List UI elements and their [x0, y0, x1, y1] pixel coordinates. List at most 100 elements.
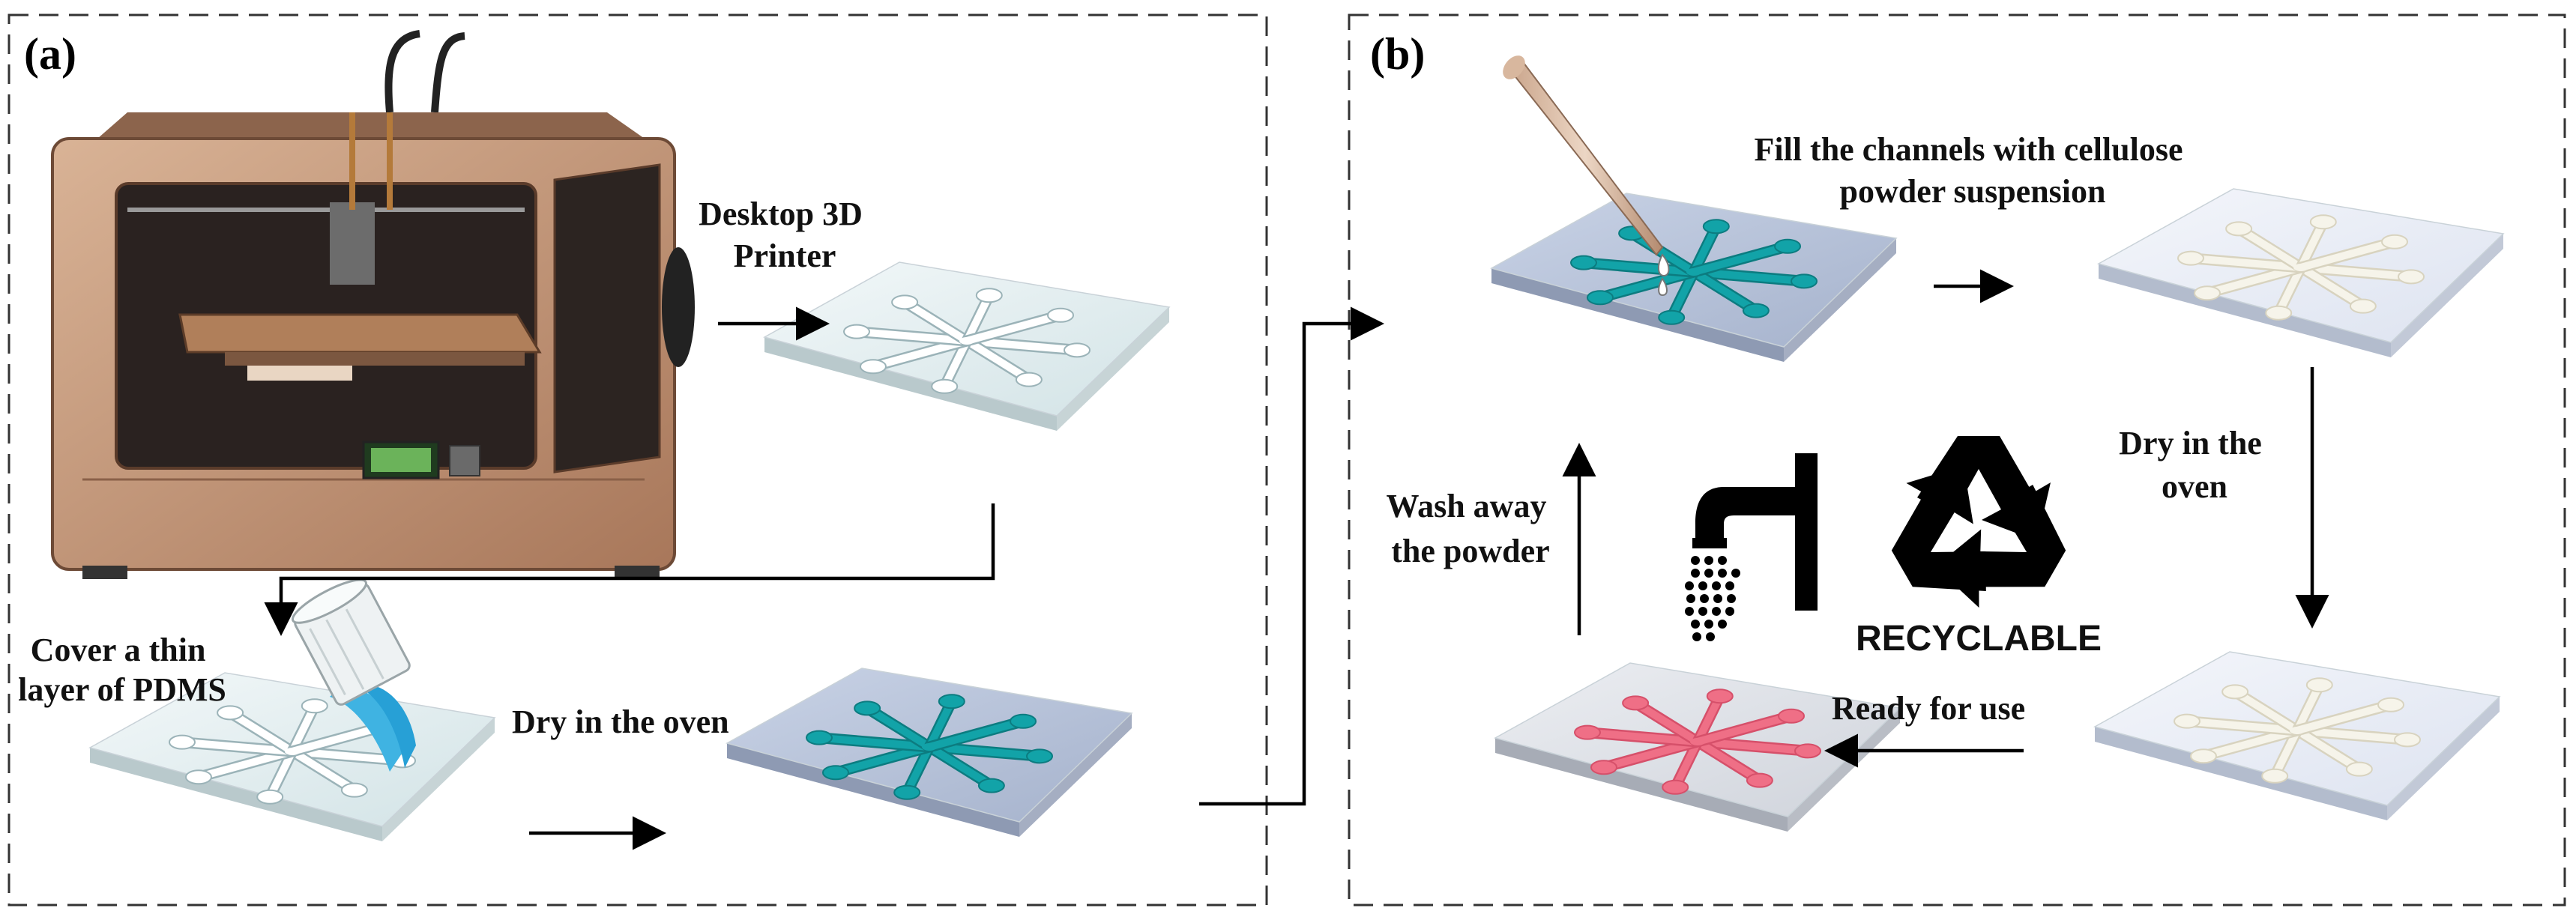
channel-arm — [926, 697, 956, 751]
water-droplet — [1718, 556, 1727, 565]
water-droplet — [1727, 594, 1736, 603]
chip-edge — [382, 718, 495, 841]
water-droplet — [1691, 620, 1700, 629]
channel-arm — [2231, 688, 2301, 734]
channel-center — [1690, 738, 1705, 745]
channel-reservoir — [859, 359, 887, 375]
channel-reservoir — [1026, 748, 1054, 764]
water-droplet — [1713, 594, 1722, 603]
label-ready-for-use: Ready for use — [1832, 690, 2025, 727]
channel-center — [285, 748, 300, 755]
label-desktop-3d-printer: Desktop 3D Printer — [699, 196, 871, 274]
channel-arm — [1694, 738, 1812, 755]
channel-arm — [941, 337, 971, 390]
label-dry-oven-a: Dry in the oven — [512, 703, 729, 740]
water-droplet — [1698, 607, 1707, 616]
water-droplet — [1706, 632, 1715, 641]
channel-arm — [963, 337, 1082, 354]
channel-arm — [266, 748, 296, 801]
water-droplet — [1691, 556, 1700, 565]
channel-reservoir — [1662, 779, 1689, 795]
channel-arm — [1694, 738, 1764, 784]
channel-arm — [903, 743, 933, 796]
channel-arm — [2297, 264, 2416, 281]
water-droplet — [1704, 569, 1713, 578]
channel-reservoir — [301, 698, 328, 714]
channel-reservoir — [1742, 303, 1770, 318]
channel-reservoir — [805, 730, 833, 745]
channel-reservoir — [217, 705, 244, 721]
water-droplet — [1725, 607, 1734, 616]
channel-arm — [926, 743, 995, 790]
channel-arm — [2183, 717, 2301, 734]
water-droplet — [1712, 581, 1721, 590]
water-droplet — [1698, 581, 1707, 590]
channel-arm — [963, 337, 1033, 384]
arrow-mold-to-pdms — [264, 503, 995, 636]
channel-reservoir — [1622, 695, 1650, 711]
channel-reservoir — [1586, 290, 1614, 306]
channel-reservoir — [2349, 298, 2377, 314]
label-cover-pdms: Cover a thin layer of PDMS — [18, 632, 226, 708]
recycle-icon — [1891, 436, 2066, 608]
channel-arm — [1694, 712, 1796, 745]
label-fill-channels: Fill the channels with cellulose powder … — [1755, 131, 2192, 210]
channel-reservoir — [938, 694, 965, 709]
channel-arm — [2293, 700, 2395, 734]
channel-reservoir — [2398, 269, 2425, 285]
channel-reservoir — [1791, 273, 1818, 289]
channel-arm — [1628, 229, 1698, 276]
dried-chip — [2093, 651, 2501, 820]
water-droplet — [1686, 594, 1695, 603]
channel-arm — [289, 702, 319, 755]
label-wash-powder: Wash away the powder — [1387, 488, 1555, 569]
channel-reservoir — [1702, 219, 1730, 234]
channel-arm — [1583, 728, 1701, 745]
chip-edge — [1788, 708, 1900, 832]
water-droplet — [1692, 632, 1701, 641]
channel-arm — [2297, 218, 2327, 271]
cured-pdms-chip — [726, 668, 1133, 837]
channel-arm — [2293, 727, 2363, 773]
channel-reservoir — [1569, 255, 1597, 270]
printed-mold-chip — [763, 261, 1171, 431]
pipette-icon — [1503, 55, 1670, 297]
channel-arm — [1690, 268, 1809, 285]
channel-reservoir — [1590, 760, 1617, 775]
panel-a-frame — [7, 13, 1268, 907]
channel-arm — [1690, 268, 1760, 315]
channel-reservoir — [2381, 234, 2409, 249]
channel-arm — [863, 704, 933, 751]
channel-arm — [926, 743, 1044, 760]
channel-reservoir — [1746, 772, 1773, 788]
channel-reservoir — [1064, 342, 1091, 358]
panel-b-frame — [1348, 13, 2566, 907]
water-droplet — [1704, 556, 1713, 565]
water-droplet — [1691, 569, 1700, 578]
channel-reservoir — [2309, 214, 2337, 230]
channel-arm — [926, 717, 1028, 751]
channel-reservoir — [2394, 732, 2422, 748]
chip-edge — [2387, 697, 2500, 820]
channel-arm — [1668, 268, 1698, 321]
recycle-arrow — [1891, 465, 1986, 592]
chip-edge — [1019, 713, 1132, 837]
channel-arm — [963, 311, 1065, 345]
channel-center — [1686, 268, 1701, 276]
channel-reservoir — [2225, 221, 2253, 237]
channel-arm — [815, 733, 933, 751]
channel-reservoir — [2345, 761, 2373, 777]
water-droplet — [1700, 594, 1709, 603]
channel-arm — [1694, 692, 1724, 745]
channel-arm — [2186, 254, 2305, 271]
channel-reservoir — [1774, 238, 1802, 254]
channel-center — [2293, 264, 2308, 271]
water-droplet — [1718, 569, 1727, 578]
process-arrows — [264, 269, 2329, 850]
channel-reservoir — [2221, 684, 2249, 700]
channel-reservoir — [1706, 688, 1734, 704]
channel-arm — [289, 748, 407, 765]
panel-a-label: (a) — [24, 29, 76, 79]
chip-edge — [2391, 234, 2503, 357]
channel-reservoir — [891, 294, 919, 310]
